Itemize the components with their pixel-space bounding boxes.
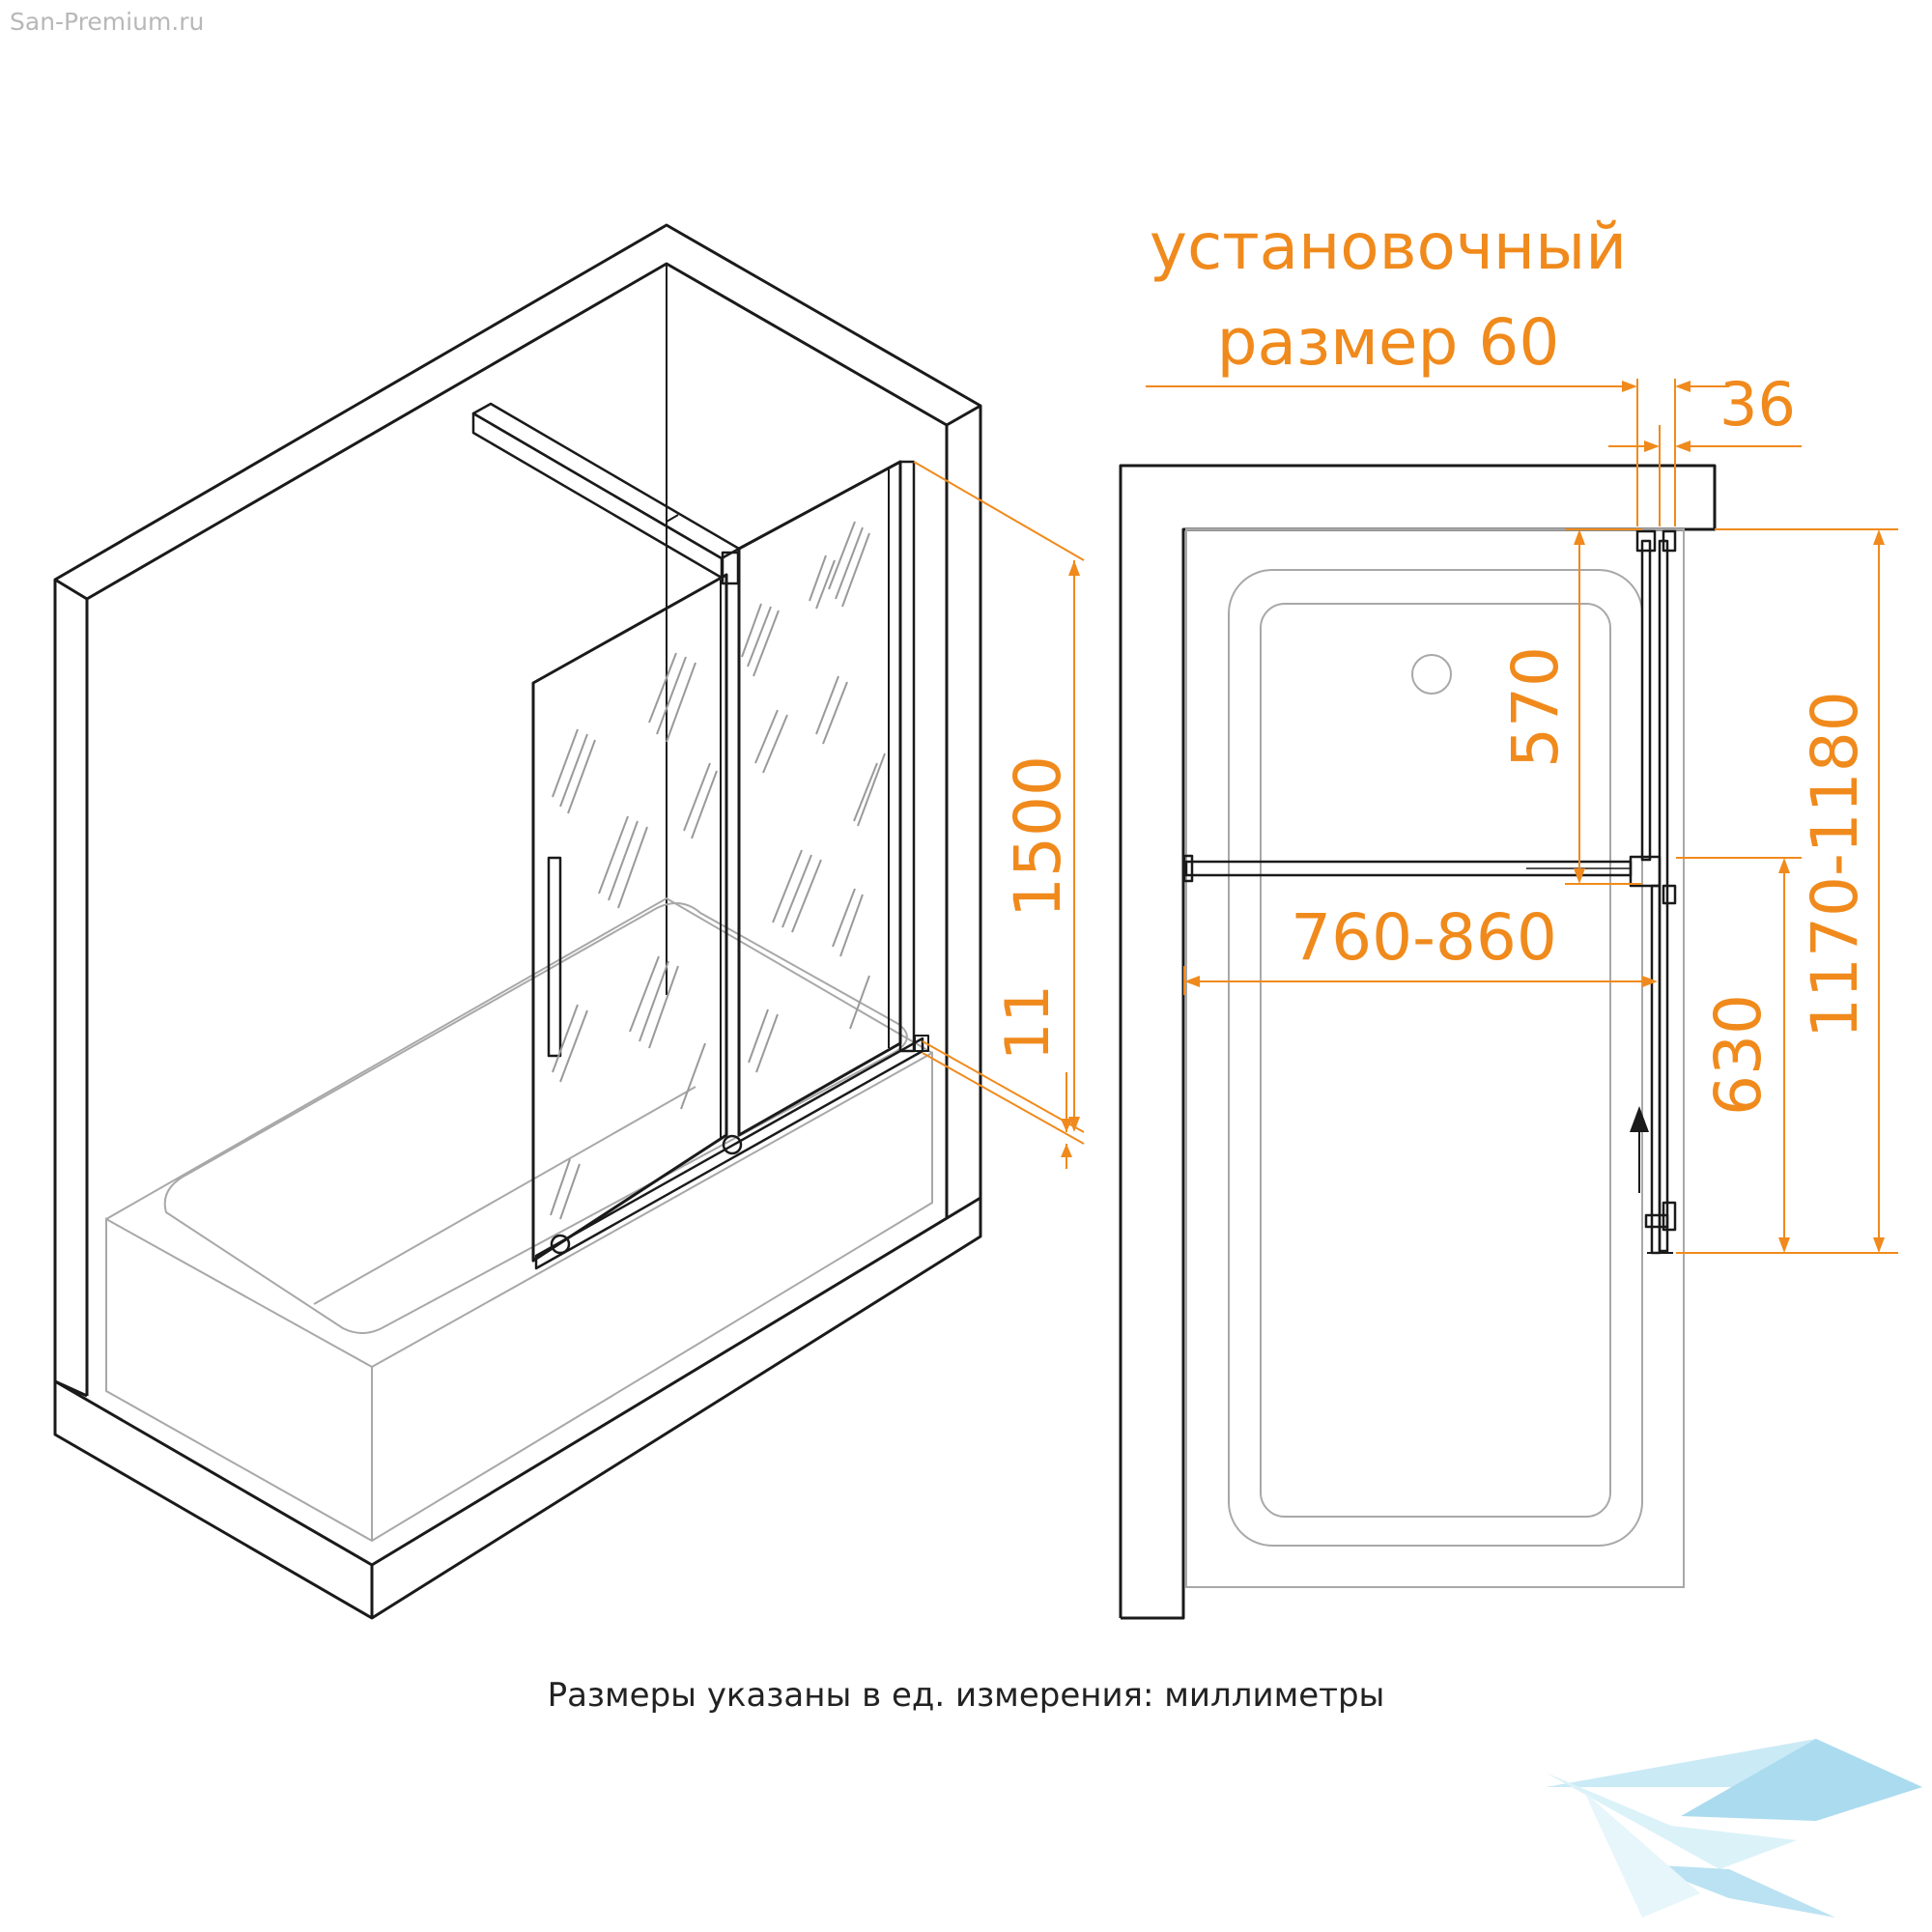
- dim-1170-1180-label: 1170-1180: [1798, 691, 1872, 1038]
- sliding-glass-panel: [531, 573, 743, 1263]
- wall-inner-left: [86, 262, 949, 1219]
- dim-36-label: 36: [1719, 369, 1796, 440]
- bathtub-iso: [105, 896, 933, 1543]
- dim-install-line1: установочный: [1150, 210, 1627, 284]
- plan-bath-outer: [1185, 528, 1685, 1588]
- dim-install-line2: размер 60: [1217, 305, 1560, 380]
- dim-630-label: 630: [1701, 994, 1776, 1116]
- bottom-roller: [722, 1134, 743, 1155]
- dim-1500-lines: [913, 461, 1085, 1169]
- dim-11-label: 11: [992, 984, 1063, 1061]
- fixed-glass-panel: [737, 460, 916, 1137]
- stabilizer-bar: [471, 402, 741, 585]
- plan-view: установочный размер 60 36 570 760-860: [1119, 210, 1898, 1620]
- plan-wall: [1119, 464, 1717, 1620]
- dim-1170-lines: [1676, 528, 1898, 1254]
- floor-left: [54, 1379, 88, 1398]
- plan-sliding-panel: [1650, 884, 1662, 1255]
- units-caption: Размеры указаны в ед. измерения: миллиме…: [547, 1676, 1385, 1715]
- plan-bath-inner: [1260, 603, 1611, 1518]
- bird-logo-icon: [1546, 1739, 1922, 1918]
- dim-install-lines: [1146, 379, 1802, 526]
- drain-icon: [1411, 654, 1452, 695]
- arrow-up-icon: [1630, 1106, 1649, 1193]
- dim-570-lines: [1565, 528, 1642, 885]
- plan-fixed-panel: [1640, 539, 1652, 862]
- wall-left-top: [54, 578, 88, 601]
- plan-bath-rim: [1228, 569, 1643, 1547]
- floor-base: [54, 1196, 981, 1567]
- door-handle: [547, 856, 562, 1058]
- dim-570-label: 570: [1498, 646, 1573, 768]
- dim-760-860-label: 760-860: [1291, 900, 1557, 975]
- isometric-view: 1500 11: [53, 223, 1085, 1620]
- dim-760-lines: [1183, 966, 1658, 995]
- dim-1500-label: 1500: [1001, 755, 1075, 918]
- wall-outline: [53, 223, 982, 1620]
- wall-right-top: [946, 404, 981, 427]
- bottom-roller: [550, 1234, 571, 1255]
- watermark-text: San-Premium.ru: [10, 8, 205, 36]
